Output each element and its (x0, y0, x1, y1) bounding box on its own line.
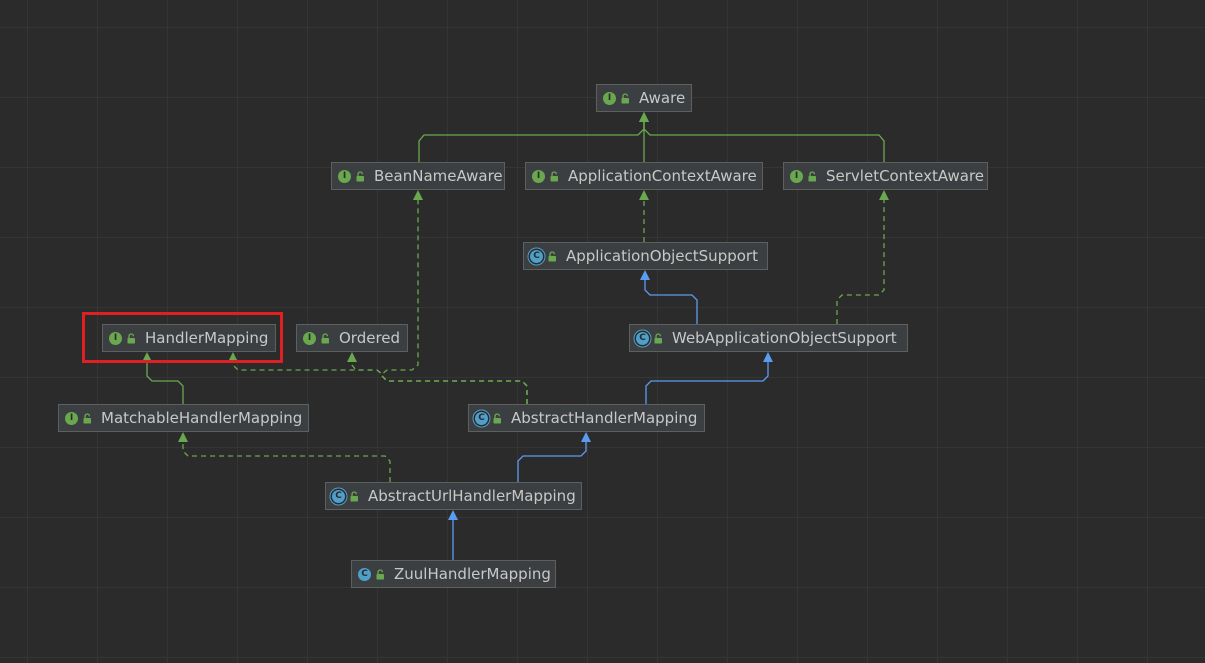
node-label: BeanNameAware (374, 167, 503, 185)
class-icon: C (358, 567, 371, 581)
public-lock-icon (127, 332, 135, 343)
edge-abstract-url-handler-mapping-to-matchable-handler-mapping (178, 432, 391, 482)
edge-matchable-handler-mapping-to-handler-mapping (142, 352, 184, 404)
node-label: HandlerMapping (145, 329, 269, 347)
node-label: MatchableHandlerMapping (101, 409, 303, 427)
public-lock-icon (376, 568, 384, 579)
node-servlet-context-aware[interactable]: I ServletContextAware (783, 162, 988, 190)
abstract-class-icon: C (332, 489, 345, 503)
node-web-application-object-support[interactable]: C WebApplicationObjectSupport (629, 324, 908, 352)
node-application-context-aware[interactable]: I ApplicationContextAware (525, 162, 763, 190)
edge-abstract-handler-mapping-to-web-application-object-support (645, 352, 773, 404)
abstract-class-icon: C (530, 249, 543, 263)
interface-icon: I (532, 169, 545, 183)
interface-icon: I (109, 331, 122, 345)
interface-icon: I (790, 169, 803, 183)
public-lock-icon (548, 250, 556, 261)
node-handler-mapping[interactable]: I HandlerMapping (102, 324, 276, 352)
public-lock-icon (550, 170, 558, 181)
edge-bean-name-aware-to-aware (418, 112, 649, 162)
edge-servlet-context-aware-to-aware (639, 112, 885, 162)
node-bean-name-aware[interactable]: I BeanNameAware (331, 162, 505, 190)
abstract-class-icon: C (636, 331, 649, 345)
edge-abstract-handler-mapping-to-bean-name-aware (381, 190, 528, 404)
public-lock-icon (808, 170, 816, 181)
edge-zuul-handler-mapping-to-abstract-url-handler-mapping (448, 510, 458, 560)
node-aware[interactable]: I Aware (596, 84, 692, 112)
edge-abstract-url-handler-mapping-to-abstract-handler-mapping (517, 432, 591, 482)
node-label: Ordered (339, 329, 401, 347)
edge-application-object-support-to-application-context-aware (639, 190, 649, 242)
interface-icon: I (603, 91, 616, 105)
node-application-object-support[interactable]: C ApplicationObjectSupport (523, 242, 768, 270)
node-label: ZuulHandlerMapping (394, 565, 551, 583)
interface-icon: I (65, 411, 78, 425)
public-lock-icon (356, 170, 364, 181)
edge-abstract-handler-mapping-to-ordered (347, 352, 528, 404)
public-lock-icon (321, 332, 329, 343)
node-label: ApplicationContextAware (568, 167, 757, 185)
node-label: ServletContextAware (826, 167, 985, 185)
abstract-class-icon: C (475, 411, 488, 425)
interface-icon: I (303, 331, 316, 345)
node-matchable-handler-mapping[interactable]: I MatchableHandlerMapping (58, 404, 309, 432)
node-label: AbstractUrlHandlerMapping (368, 487, 576, 505)
node-ordered[interactable]: I Ordered (296, 324, 408, 352)
node-abstract-url-handler-mapping[interactable]: C AbstractUrlHandlerMapping (325, 482, 582, 510)
node-label: AbstractHandlerMapping (511, 409, 698, 427)
node-abstract-handler-mapping[interactable]: C AbstractHandlerMapping (468, 404, 705, 432)
public-lock-icon (350, 490, 358, 501)
public-lock-icon (654, 332, 662, 343)
node-label: WebApplicationObjectSupport (672, 329, 897, 347)
edge-web-application-object-support-to-servlet-context-aware (836, 190, 889, 324)
node-label: Aware (639, 89, 686, 107)
interface-icon: I (338, 169, 351, 183)
node-zuul-handler-mapping[interactable]: C ZuulHandlerMapping (351, 560, 556, 588)
node-label: ApplicationObjectSupport (566, 247, 758, 265)
public-lock-icon (493, 412, 501, 423)
highlight-box (82, 312, 283, 363)
edge-web-application-object-support-to-application-object-support (640, 270, 698, 324)
public-lock-icon (83, 412, 91, 423)
public-lock-icon (621, 92, 629, 103)
